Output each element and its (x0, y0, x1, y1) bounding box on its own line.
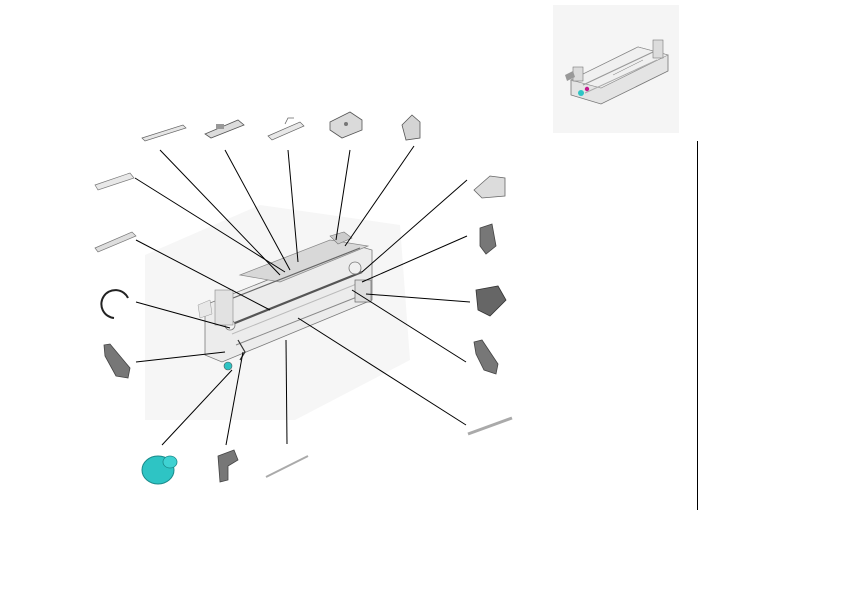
divider-line (697, 141, 698, 510)
mount-plate-part (401, 114, 421, 141)
callout-pin-rod (285, 339, 288, 445)
lever-arm-right-part (473, 339, 499, 375)
guide-strip-left-part (94, 172, 135, 191)
pin-rod-part (265, 455, 309, 478)
latch-hook-part (217, 449, 239, 483)
callout-long-rod-right (297, 317, 467, 426)
block-bracket-right-part (475, 285, 507, 317)
lever-arm-left-part (103, 343, 131, 379)
callout-gear-knob (161, 369, 233, 446)
gear-knob-part (141, 455, 178, 485)
callout-strip-top (159, 149, 281, 276)
thumbnail-fuser-unit (565, 39, 669, 105)
assembly-thumbnail (565, 39, 669, 105)
callout-block-bracket-right (365, 293, 471, 303)
callout-guide-strip-left (134, 177, 286, 273)
spring-bracket-part (267, 117, 305, 141)
guide-strip-lower-left-part (94, 231, 137, 253)
flat-plate-part (329, 111, 363, 139)
callout-retaining-ring (135, 301, 231, 329)
callout-guide-strip-lower-left (135, 239, 271, 311)
callout-hook-bracket-right (361, 235, 468, 283)
callout-lever-arm-left (135, 351, 226, 363)
main-assembly (145, 205, 410, 420)
callout-roller-shaft-top (224, 149, 291, 271)
strip-top-part (141, 124, 187, 142)
callout-lines (134, 145, 471, 446)
callout-post-bracket-right (361, 179, 468, 273)
thumbnail-panel (553, 5, 679, 133)
callout-mount-plate (344, 145, 415, 247)
post-bracket-right-part (473, 175, 506, 199)
hook-bracket-right-part (479, 223, 497, 255)
callout-flat-plate (335, 149, 351, 241)
callout-spring-bracket (287, 149, 299, 263)
callout-lever-arm-right (351, 289, 467, 363)
retaining-ring-part (100, 289, 129, 319)
callout-latch-hook (225, 351, 244, 446)
roller-shaft-top-part (204, 119, 245, 139)
long-rod-right-part (467, 416, 513, 436)
